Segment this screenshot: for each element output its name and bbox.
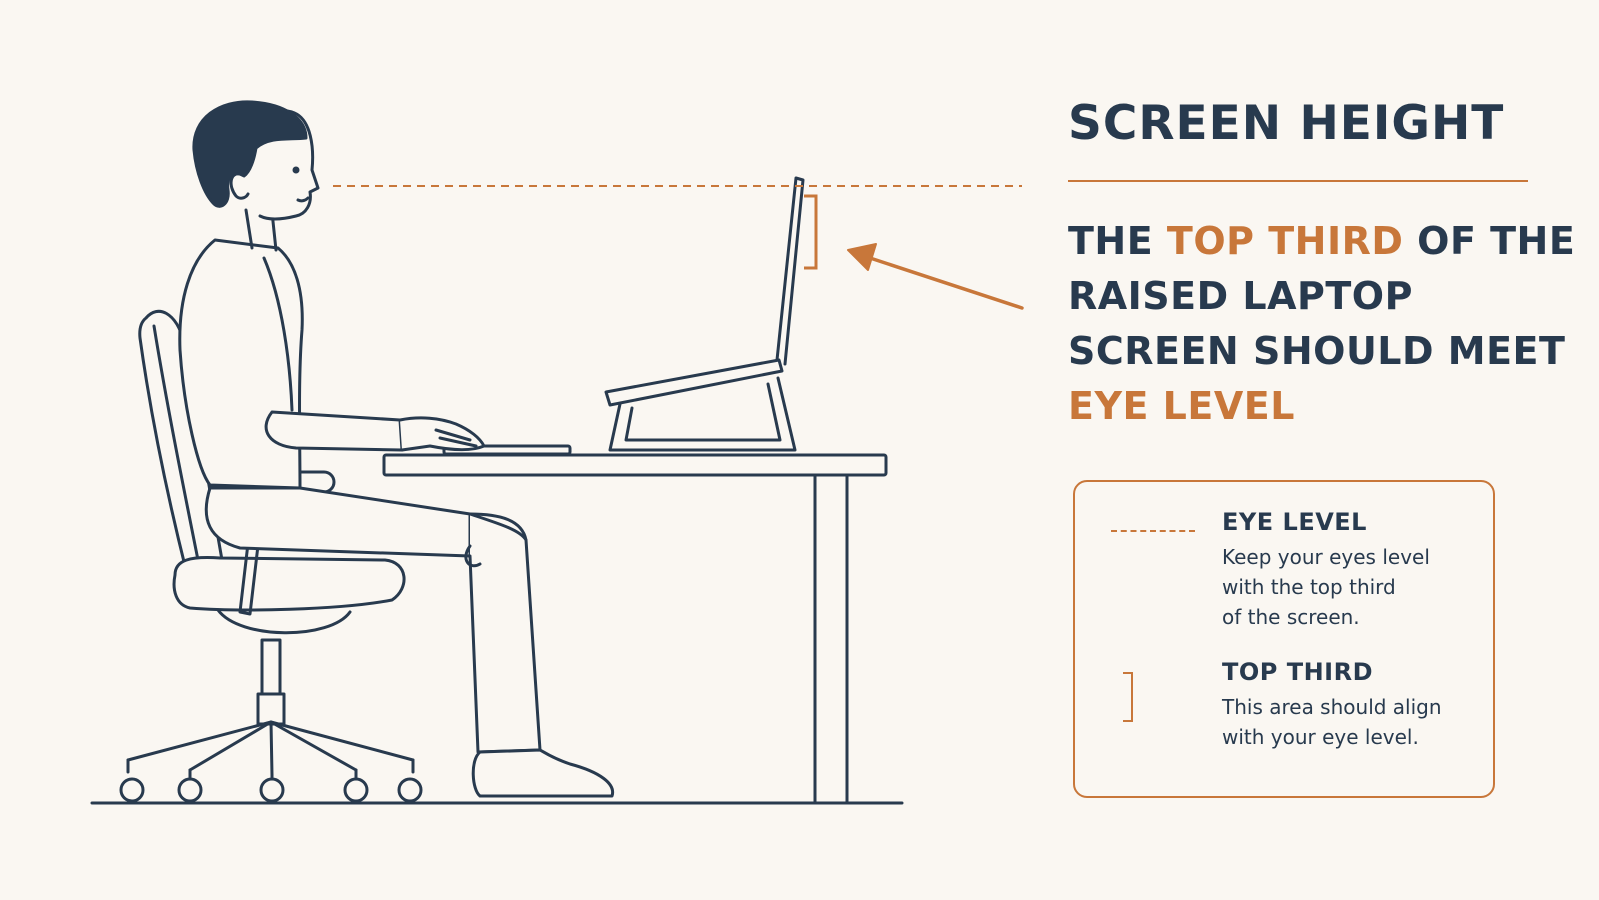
arrow-icon xyxy=(847,243,1024,310)
legend-top-third-line: This area should align xyxy=(1222,695,1442,719)
legend-box: EYE LEVEL Keep your eyes level with the … xyxy=(1073,480,1495,798)
page-title: SCREEN HEIGHT xyxy=(1068,96,1505,151)
laptop-icon xyxy=(604,176,805,407)
legend-eye-level-line: of the screen. xyxy=(1222,605,1360,629)
headline-text-2: OF THE RAISED LAPTOP SCREEN SHOULD MEET xyxy=(1068,219,1576,373)
headline: THE TOP THIRD OF THE RAISED LAPTOP SCREE… xyxy=(1068,214,1588,434)
top-third-bracket xyxy=(804,194,818,270)
legend-top-third-line: with your eye level. xyxy=(1222,725,1419,749)
headline-highlight-eye-level: EYE LEVEL xyxy=(1068,384,1295,428)
title-divider xyxy=(1068,180,1528,182)
legend-top-third-title: TOP THIRD xyxy=(1222,658,1374,686)
headline-text-1: THE xyxy=(1068,219,1167,263)
legend-eye-level-title: EYE LEVEL xyxy=(1222,508,1367,536)
headline-highlight-top-third: TOP THIRD xyxy=(1166,219,1404,263)
eye-level-swatch xyxy=(1111,530,1195,532)
laptop-stand-icon xyxy=(608,376,797,452)
legend-eye-level-text: Keep your eyes level with the top third … xyxy=(1222,542,1482,632)
legend-top-third-text: This area should align with your eye lev… xyxy=(1222,692,1482,752)
desk-icon xyxy=(382,453,888,805)
person-figure xyxy=(178,100,615,798)
top-third-swatch xyxy=(1123,672,1133,722)
legend-eye-level-line: Keep your eyes level xyxy=(1222,545,1430,569)
legend-eye-level-line: with the top third xyxy=(1222,575,1396,599)
